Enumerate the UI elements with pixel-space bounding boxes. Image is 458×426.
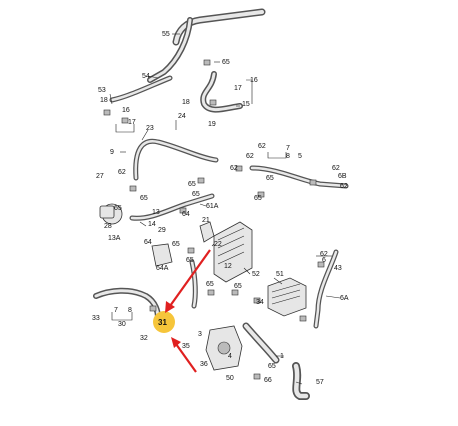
callout-label: 19 bbox=[208, 121, 216, 128]
callout-label: 24 bbox=[178, 113, 186, 120]
oil-cooler-12 bbox=[213, 221, 253, 283]
callout-label: 34 bbox=[256, 299, 264, 306]
callout-label: 65 bbox=[192, 191, 200, 198]
highlight-circle bbox=[153, 311, 175, 333]
hose-13 bbox=[129, 193, 215, 221]
hose-1 bbox=[242, 322, 280, 364]
callout-label: 29 bbox=[158, 227, 166, 234]
callout-label: 66 bbox=[264, 377, 272, 384]
hose-5 bbox=[249, 165, 349, 189]
callout-label: 65 bbox=[188, 181, 196, 188]
callout-label: 13 bbox=[152, 209, 160, 216]
callout-label: 30 bbox=[118, 321, 126, 328]
leader-lines bbox=[109, 33, 341, 385]
callout-label: 62 bbox=[230, 165, 238, 172]
callout-label: 62 bbox=[118, 169, 126, 176]
callout-label: 57 bbox=[316, 379, 324, 386]
callout-label: 65 bbox=[222, 59, 230, 66]
group-brackets bbox=[111, 79, 332, 321]
callout-label: 33 bbox=[92, 315, 100, 322]
callout-label: 65 bbox=[172, 241, 180, 248]
hose-55 bbox=[147, 8, 266, 83]
arrow-bottom bbox=[171, 337, 197, 373]
callout-label: 62 bbox=[258, 143, 266, 150]
hose-31 bbox=[93, 287, 161, 321]
callout-label: 32 bbox=[140, 335, 148, 342]
callout-label: 27 bbox=[96, 173, 104, 180]
callout-label: 18 bbox=[182, 99, 190, 106]
clips bbox=[103, 59, 325, 380]
arrow-top bbox=[165, 249, 211, 313]
callout-label: 4 bbox=[228, 353, 232, 360]
callout-label: 8 bbox=[286, 153, 290, 160]
callout-label: 23 bbox=[146, 125, 154, 132]
callout-label: 7 bbox=[286, 145, 290, 152]
highlight-label: 31 bbox=[158, 318, 167, 327]
hose-54 bbox=[109, 75, 173, 103]
callout-label: 8 bbox=[128, 307, 132, 314]
callout-label: 62 bbox=[340, 183, 348, 190]
hose-64 bbox=[189, 259, 198, 309]
callout-label: 21 bbox=[202, 217, 210, 224]
callout-label: 65 bbox=[114, 205, 122, 212]
callout-label: 7 bbox=[114, 307, 118, 314]
valve-64A bbox=[151, 243, 173, 267]
callout-label: 36 bbox=[200, 361, 208, 368]
water-pump-28 bbox=[99, 203, 123, 225]
callout-label: 28 bbox=[104, 223, 112, 230]
callout-label: 53 bbox=[98, 87, 106, 94]
callout-label: 62 bbox=[246, 153, 254, 160]
callout-label: 64 bbox=[182, 211, 190, 218]
callout-label: 65 bbox=[186, 257, 194, 264]
callout-label: 18 bbox=[100, 97, 108, 104]
callout-label: 1 bbox=[280, 353, 284, 360]
oil-cooler-51 bbox=[267, 277, 307, 317]
callout-label: 65 bbox=[206, 281, 214, 288]
callout-label: 65 bbox=[254, 195, 262, 202]
callout-label: 22 bbox=[214, 241, 222, 248]
callout-label: 12 bbox=[224, 263, 232, 270]
callout-label: 6B bbox=[338, 173, 347, 180]
callout-label: 65 bbox=[140, 195, 148, 202]
hose-57 bbox=[292, 362, 310, 400]
hose-6A bbox=[313, 249, 339, 329]
callout-label: 16 bbox=[122, 107, 130, 114]
callout-label: 64 bbox=[144, 239, 152, 246]
callouts: 55 54 65 16 17 15 18 19 53 18 16 17 24 2… bbox=[92, 31, 349, 386]
hose-15 bbox=[200, 71, 243, 113]
callout-label: 5 bbox=[298, 153, 302, 160]
callout-label: 65 bbox=[234, 283, 242, 290]
callout-label: 62 bbox=[320, 251, 328, 258]
callout-label: 35 bbox=[182, 343, 190, 350]
callout-label: 50 bbox=[226, 375, 234, 382]
callout-label: 54 bbox=[142, 73, 150, 80]
connector-21 bbox=[199, 221, 215, 243]
callout-label: 16 bbox=[250, 77, 258, 84]
callout-label: 62 bbox=[332, 165, 340, 172]
callout-label: 14 bbox=[148, 221, 156, 228]
callout-label: 65 bbox=[268, 363, 276, 370]
callout-label: 64A bbox=[156, 265, 169, 272]
callout-label: 6A bbox=[340, 295, 349, 302]
callout-label: 52 bbox=[252, 271, 260, 278]
callout-label: 15 bbox=[242, 101, 250, 108]
callout-label: 55 bbox=[162, 31, 170, 38]
highlight-31[interactable]: 31 bbox=[153, 311, 175, 333]
callout-label: 6 bbox=[322, 257, 326, 264]
callout-label: 61A bbox=[206, 203, 219, 210]
callout-label: 65 bbox=[266, 175, 274, 182]
hose-23 bbox=[133, 138, 219, 181]
callout-label: 17 bbox=[128, 119, 136, 126]
callout-label: 17 bbox=[234, 85, 242, 92]
callout-label: 9 bbox=[110, 149, 114, 156]
callout-label: 3 bbox=[198, 331, 202, 338]
callout-label: 43 bbox=[334, 265, 342, 272]
callout-label: 13A bbox=[108, 235, 121, 242]
callout-label: 51 bbox=[276, 271, 284, 278]
thermostat-housing-50 bbox=[205, 325, 243, 371]
